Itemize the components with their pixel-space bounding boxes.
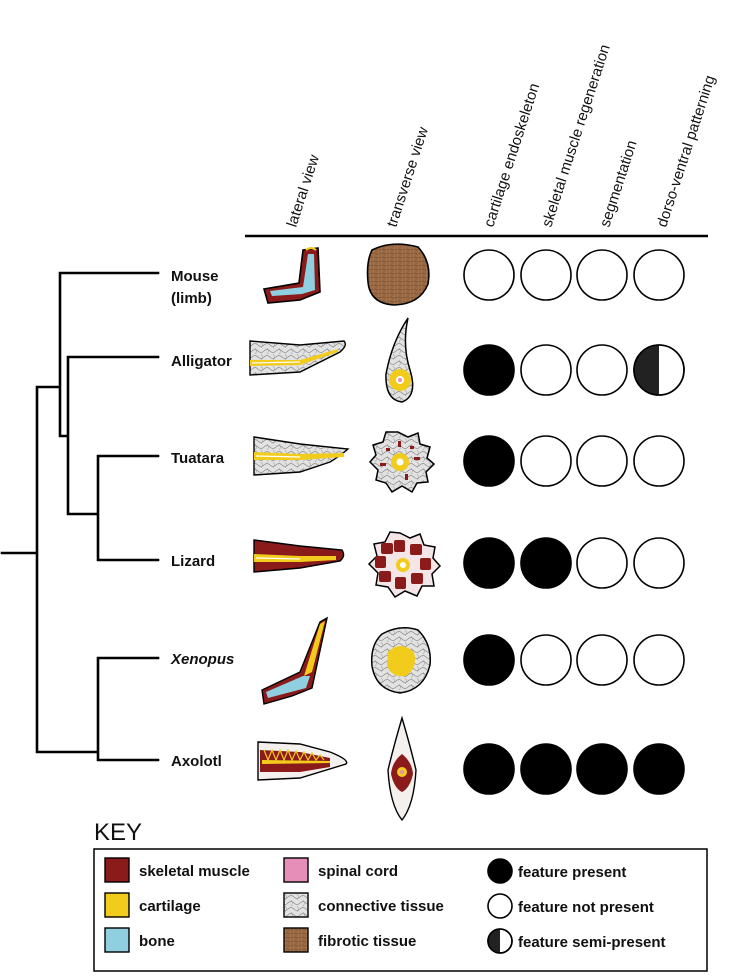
col-header-lateral: lateral view [284, 152, 323, 229]
col-header-muscle-regen: skeletal muscle regeneration [539, 42, 614, 229]
key-label-cartilage: cartilage [139, 898, 201, 915]
key-symbol-absent [487, 893, 513, 919]
col-header-cartilage: cartilage endoskeleton [481, 81, 544, 229]
key-label-skeletal-muscle: skeletal muscle [139, 863, 250, 880]
feature-alligator-3-semi [633, 344, 685, 396]
key-symbol-legend: feature present feature not present featur… [487, 858, 666, 954]
transverse-mouse [366, 243, 430, 306]
column-headers: lateral view transverse view cartilage e… [284, 42, 719, 229]
feature-axolotl-0-present [463, 743, 515, 795]
lateral-lizard-tail [253, 539, 345, 573]
key-swatch-bone [104, 927, 130, 953]
transverse-lizard [367, 531, 442, 599]
feature-alligator-1-absent [520, 344, 572, 396]
transverse-tuatara [368, 431, 436, 494]
lateral-mouse-limb [262, 247, 321, 304]
phylogenetic-tree [0, 271, 160, 762]
species-label-mouse-sub: (limb) [171, 290, 212, 307]
feature-mouse-3-absent [633, 249, 685, 301]
feature-lizard-3-absent [633, 537, 685, 589]
species-label-tuatara: Tuatara [171, 450, 225, 467]
feature-tuatara-3-absent [633, 435, 685, 487]
feature-xenopus-2-absent [576, 634, 628, 686]
key-label-fibrotic-tissue: fibrotic tissue [318, 933, 416, 950]
key-symbol-label-semi: feature semi-present [518, 934, 666, 951]
key-box [93, 848, 708, 972]
feature-grid [463, 249, 685, 795]
key-label-bone: bone [139, 933, 175, 950]
species-labels: Mouse (limb) Alligator Tuatara Lizard Xe… [170, 268, 234, 770]
feature-xenopus-3-absent [633, 634, 685, 686]
key-swatch-cartilage [104, 892, 130, 918]
species-label-axolotl: Axolotl [171, 753, 222, 770]
col-header-dv-patterning: dorso-ventral patterning [654, 73, 719, 229]
key-label-spinal-cord: spinal cord [318, 863, 398, 880]
feature-lizard-0-present [463, 537, 515, 589]
key-tissue-legend: skeletal muscle cartilage bone spinal cord c… [104, 857, 444, 953]
key-swatch-connective-tissue [283, 892, 309, 918]
lateral-views [249, 247, 350, 781]
lateral-tuatara-tail [253, 436, 350, 476]
key-symbol-semi [487, 928, 513, 954]
transverse-views [366, 243, 442, 822]
feature-lizard-1-present [520, 537, 572, 589]
key-label-connective-tissue: connective tissue [318, 898, 444, 915]
feature-mouse-0-absent [463, 249, 515, 301]
feature-mouse-2-absent [576, 249, 628, 301]
species-label-mouse: Mouse [171, 268, 219, 285]
transverse-axolotl [387, 715, 417, 822]
transverse-xenopus [370, 627, 431, 694]
feature-xenopus-1-absent [520, 634, 572, 686]
col-header-segmentation: segmentation [597, 138, 641, 229]
col-header-transverse: transverse view [384, 125, 432, 230]
feature-tuatara-1-absent [520, 435, 572, 487]
feature-axolotl-3-present [633, 743, 685, 795]
feature-alligator-2-absent [576, 344, 628, 396]
lateral-axolotl-tail [257, 741, 348, 781]
species-label-lizard: Lizard [171, 553, 215, 570]
feature-mouse-1-absent [520, 249, 572, 301]
key-symbol-label-absent: feature not present [518, 899, 654, 916]
transverse-alligator [385, 317, 414, 403]
lateral-xenopus-limb [261, 616, 329, 705]
feature-alligator-0-present [463, 344, 515, 396]
key-swatch-spinal-cord [283, 857, 309, 883]
key-symbol-label-present: feature present [518, 864, 626, 881]
species-label-xenopus: Xenopus [170, 651, 234, 668]
species-label-alligator: Alligator [171, 353, 232, 370]
key-symbol-present [487, 858, 513, 884]
feature-lizard-2-absent [576, 537, 628, 589]
feature-tuatara-2-absent [576, 435, 628, 487]
key-swatch-fibrotic-tissue [283, 927, 309, 953]
feature-axolotl-1-present [520, 743, 572, 795]
lateral-alligator-tail [249, 340, 347, 376]
key-swatch-skeletal-muscle [104, 857, 130, 883]
feature-xenopus-0-present [463, 634, 515, 686]
key-title: KEY [94, 819, 142, 846]
feature-tuatara-0-present [463, 435, 515, 487]
feature-axolotl-2-present [576, 743, 628, 795]
